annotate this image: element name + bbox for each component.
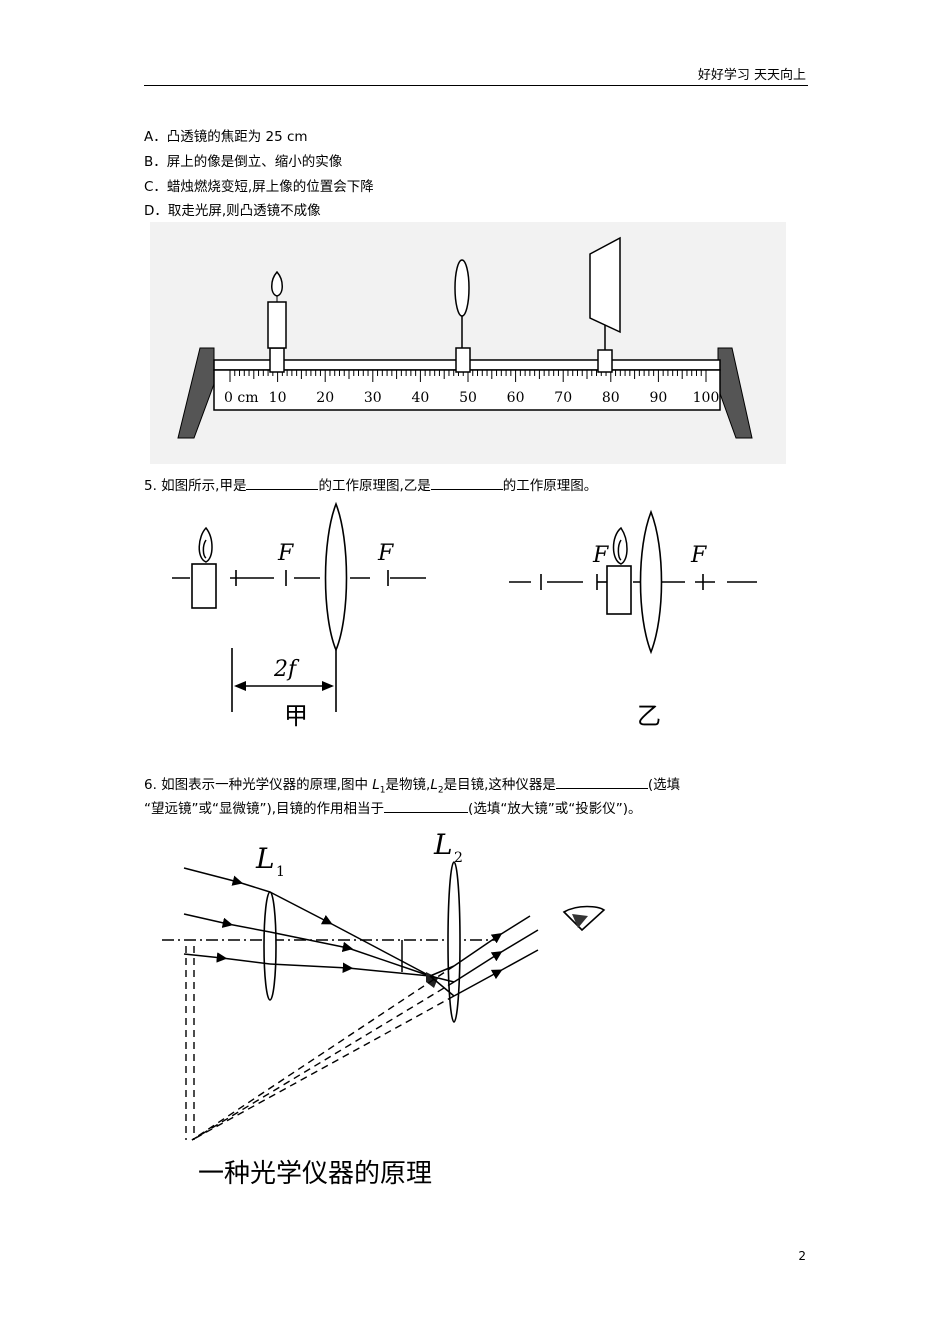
option-c: C．蜡烛燃烧变短,屏上像的位置会下降 bbox=[144, 179, 374, 195]
l2-subscript: 2 bbox=[454, 850, 463, 866]
scale-tick-label: 30 bbox=[364, 390, 382, 406]
eye-icon bbox=[562, 905, 606, 932]
virtual-extensions bbox=[185, 946, 455, 1141]
question-6-line-1: 6. 如图表示一种光学仪器的原理,图中 L1是物镜,L2是目镜,这种仪器是(选填 bbox=[144, 774, 680, 801]
figure-caption: 一种光学仪器的原理 bbox=[198, 1159, 432, 1189]
scale-tick-label: 100 bbox=[693, 390, 720, 406]
objective-lens-l1 bbox=[263, 891, 277, 1001]
l1-label: L bbox=[255, 842, 275, 875]
scale-tick-label: 70 bbox=[554, 390, 572, 406]
question-6-line-2: “望远镜”或“显微镜”),目镜的作用相当于(选填“放大镜”或“投影仪”)。 bbox=[144, 798, 642, 819]
q5-blank-2[interactable] bbox=[430, 475, 503, 490]
scale-tick-label: 80 bbox=[602, 390, 620, 406]
scale-tick-label: 20 bbox=[316, 390, 334, 406]
option-b: B．屏上的像是倒立、缩小的实像 bbox=[144, 154, 343, 170]
page-number: 2 bbox=[798, 1249, 806, 1263]
option-d: D．取走光屏,则凸透镜不成像 bbox=[144, 203, 321, 219]
page-header: 好好学习 天天向上 bbox=[697, 68, 806, 83]
caption-yi: 乙 bbox=[637, 702, 661, 730]
figure-yi: F F 乙 bbox=[509, 509, 757, 730]
candle-jia bbox=[191, 526, 217, 609]
scale-labels: 10 20 30 40 50 60 70 80 90 100 bbox=[269, 390, 720, 406]
focus-label-left: F bbox=[277, 541, 294, 566]
scale-tick-label: 90 bbox=[649, 390, 667, 406]
light-screen bbox=[589, 236, 621, 373]
scale-tick-label: 60 bbox=[507, 390, 525, 406]
bench-lens bbox=[454, 259, 471, 373]
optical-bench-figure: 0 cm 10 20 30 40 50 60 70 80 90 100 bbox=[150, 222, 786, 464]
q6-blank-1[interactable] bbox=[555, 774, 648, 789]
header-rule bbox=[144, 85, 808, 86]
scale-tick-label: 10 bbox=[269, 390, 287, 406]
caption-jia: 甲 bbox=[284, 702, 308, 730]
candle-yi bbox=[606, 526, 632, 615]
q5-blank-1[interactable] bbox=[246, 475, 319, 490]
option-a: A．凸透镜的焦距为 25 cm bbox=[144, 129, 308, 145]
focus-label-right: F bbox=[690, 543, 707, 568]
q6-blank-2[interactable] bbox=[384, 798, 469, 813]
l1-subscript: 1 bbox=[276, 864, 285, 880]
focus-label-right: F bbox=[377, 541, 394, 566]
scale-tick-label: 50 bbox=[459, 390, 477, 406]
scale-tick-label: 40 bbox=[411, 390, 429, 406]
bench-scale bbox=[213, 369, 721, 411]
question-5: 5. 如图所示,甲是的工作原理图,乙是的工作原理图。 bbox=[144, 475, 597, 496]
eyepiece-rays bbox=[429, 915, 539, 997]
lens-yi bbox=[639, 509, 663, 655]
l2-label: L bbox=[433, 828, 453, 861]
lens-jia bbox=[324, 501, 348, 653]
figure-jia: F F 2f 甲 bbox=[172, 501, 426, 730]
focus-label-left: F bbox=[592, 543, 609, 568]
scale-zero-label: 0 cm bbox=[224, 390, 258, 406]
distance-label: 2f bbox=[273, 657, 300, 682]
incoming-rays bbox=[183, 867, 431, 977]
microscope-figure: L 1 L 2 一种光学仪器的原理 bbox=[162, 828, 606, 1189]
candle bbox=[267, 270, 287, 373]
left-support bbox=[177, 347, 215, 439]
